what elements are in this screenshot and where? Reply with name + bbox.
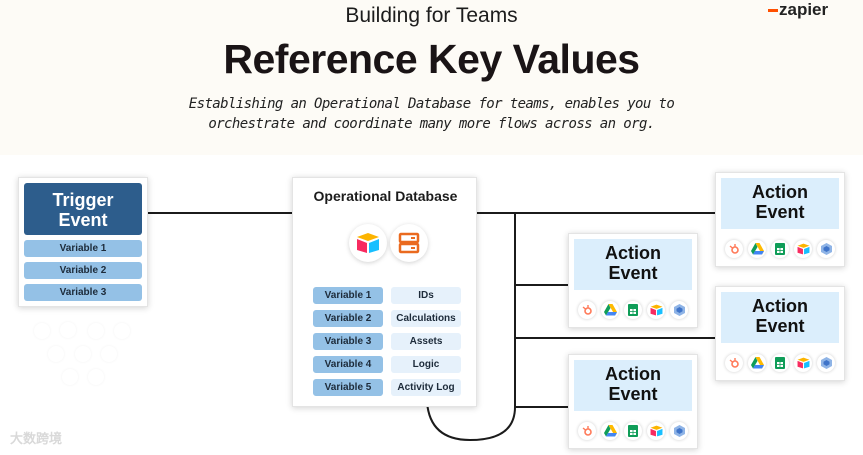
google-drive-icon <box>748 240 766 258</box>
google-sheets-icon <box>624 301 642 319</box>
app-cloud-icon <box>60 322 76 338</box>
database-row: Variable 2 Calculations <box>313 310 461 327</box>
hubspot-icon <box>725 354 743 372</box>
app-cloud-icon <box>48 346 64 362</box>
operational-database-card[interactable]: Operational Database Variable 1 IDs Vari… <box>292 177 477 407</box>
app-cloud-icon <box>62 369 78 385</box>
database-variable: Variable 5 <box>313 379 383 396</box>
app-cloud-icon <box>101 346 117 362</box>
google-drive-icon <box>601 422 619 440</box>
database-row: Variable 3 Assets <box>313 333 461 350</box>
action-event-card-3[interactable]: Action Event <box>715 286 845 381</box>
airtable-icon <box>647 422 665 440</box>
action-title-line-2: Event <box>608 263 658 283</box>
zapier-logo: zapier <box>768 0 828 20</box>
database-icon <box>390 224 428 262</box>
action-title-line-1: Action <box>752 296 808 316</box>
action-header: Action Event <box>721 178 839 229</box>
hubspot-icon <box>578 422 596 440</box>
database-field: Calculations <box>391 310 461 327</box>
airtable-icon <box>647 301 665 319</box>
google-sheets-icon <box>771 354 789 372</box>
action-title-line-2: Event <box>608 384 658 404</box>
trigger-title-line-2: Event <box>58 210 108 230</box>
database-row: Variable 5 Activity Log <box>313 379 461 396</box>
database-row: Variable 4 Logic <box>313 356 461 373</box>
action-app-icons <box>716 354 844 372</box>
watermark-text: 大数跨境 <box>10 431 63 446</box>
action-title-line-1: Action <box>605 364 661 384</box>
action-event-card-4[interactable]: Action Event <box>568 354 698 449</box>
database-row: Variable 1 IDs <box>313 287 461 304</box>
action-title-line-1: Action <box>605 243 661 263</box>
header-banner: Building for Teams Reference Key Values … <box>0 0 863 155</box>
description-line-1: Establishing an Operational Database for… <box>188 96 675 112</box>
trigger-header: Trigger Event <box>24 183 142 235</box>
action-title-line-2: Event <box>755 316 805 336</box>
app-cloud-icon <box>114 323 130 339</box>
database-variable: Variable 3 <box>313 333 383 350</box>
database-field: Assets <box>391 333 461 350</box>
google-drive-icon <box>601 301 619 319</box>
logo-text: zapier <box>779 0 829 19</box>
action-header: Action Event <box>574 360 692 411</box>
logo-bar-icon <box>768 9 778 13</box>
database-field: Logic <box>391 356 461 373</box>
database-variable: Variable 1 <box>313 287 383 304</box>
feedback-loop-arrow <box>426 401 516 442</box>
action-app-icons <box>716 240 844 258</box>
app-icon <box>817 240 835 258</box>
app-icon <box>670 301 688 319</box>
page-subtitle: Building for Teams <box>345 4 518 27</box>
trigger-variable: Variable 3 <box>24 284 142 301</box>
page-description: Establishing an Operational Database for… <box>0 94 863 134</box>
action-header: Action Event <box>574 239 692 290</box>
google-sheets-icon <box>771 240 789 258</box>
action-event-card-1[interactable]: Action Event <box>715 172 845 267</box>
hubspot-icon <box>725 240 743 258</box>
airtable-icon <box>794 354 812 372</box>
trigger-variable: Variable 2 <box>24 262 142 279</box>
app-cloud-icon <box>88 369 104 385</box>
airtable-icon <box>794 240 812 258</box>
page-title: Reference Key Values <box>223 36 640 82</box>
app-cloud-icon <box>88 323 104 339</box>
description-line-2: orchestrate and coordinate many more flo… <box>208 116 655 132</box>
database-title: Operational Database <box>313 188 458 204</box>
google-sheets-icon <box>624 422 642 440</box>
app-cloud-icon <box>75 346 91 362</box>
hubspot-icon <box>578 301 596 319</box>
action-header: Action Event <box>721 292 839 343</box>
action-app-icons <box>569 301 697 319</box>
airtable-icon <box>349 224 387 262</box>
app-cloud-icon <box>34 323 50 339</box>
action-title-line-2: Event <box>755 202 805 222</box>
trigger-title-line-1: Trigger <box>52 190 114 210</box>
action-app-icons <box>569 422 697 440</box>
google-drive-icon <box>748 354 766 372</box>
database-field: IDs <box>391 287 461 304</box>
database-field: Activity Log <box>391 379 461 396</box>
app-icon <box>817 354 835 372</box>
database-variable: Variable 2 <box>313 310 383 327</box>
action-title-line-1: Action <box>752 182 808 202</box>
action-event-card-2[interactable]: Action Event <box>568 233 698 328</box>
trigger-event-card[interactable]: Trigger Event Variable 1 Variable 2 Vari… <box>18 177 148 307</box>
trigger-variable: Variable 1 <box>24 240 142 257</box>
app-icon <box>670 422 688 440</box>
database-variable: Variable 4 <box>313 356 383 373</box>
